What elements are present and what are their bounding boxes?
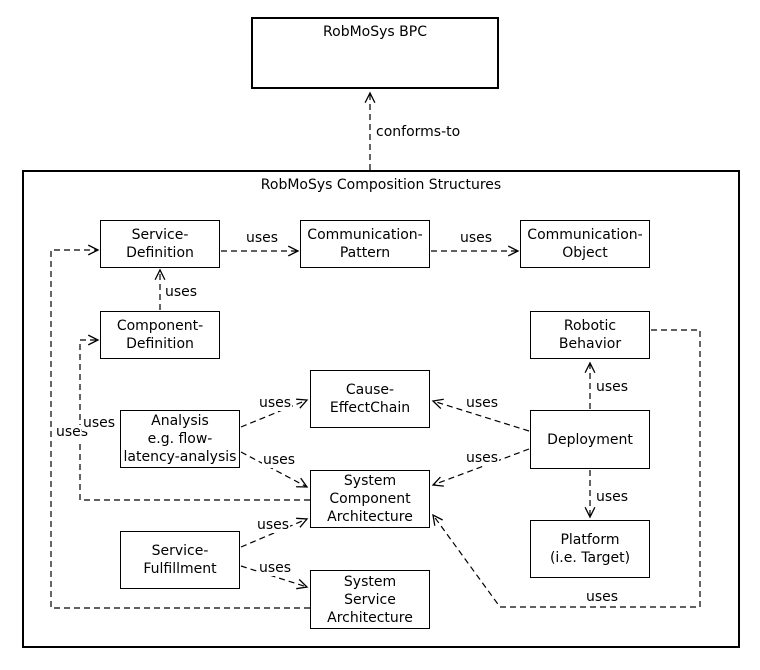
- edge-label-system-component-architecture-uses-component-definition: uses: [82, 415, 117, 431]
- node-label-line: Definition: [126, 336, 194, 352]
- edge-label-deployment-uses-robotic-behavior: uses: [595, 379, 630, 395]
- edge-label-robotic-behavior-uses-system-component-architecture: uses: [585, 589, 620, 605]
- node-label-line: Communication-: [307, 227, 423, 243]
- node-label-line: Definition: [126, 245, 194, 261]
- node-label-line: Service-: [131, 227, 189, 243]
- edge-analysis-uses-system-component-architecture: [240, 451, 309, 488]
- node-label-line: Behavior: [558, 336, 622, 352]
- edge-service-fulfillment-uses-system-component-architecture: [240, 517, 309, 548]
- node-label-line: Service: [344, 591, 396, 608]
- node-label-line: latency-analysis: [123, 449, 237, 465]
- edge-analysis-uses-cause-effectchain: [240, 398, 309, 428]
- bpc-title: RobMoSys BPC: [323, 24, 427, 40]
- edge-label-service-definition-uses-communication-pattern: uses: [245, 230, 280, 246]
- node-label-line: Architecture: [327, 509, 413, 525]
- node-label-line: Service-: [151, 543, 209, 559]
- edge-deployment-uses-system-component-architecture: [431, 448, 530, 487]
- node-label-line: Analysis: [151, 413, 209, 429]
- node-label-line: Deployment: [547, 431, 633, 448]
- node-label-line: Pattern: [339, 245, 391, 261]
- edge-label-service-fulfillment-uses-system-component-architecture: uses: [256, 517, 291, 533]
- edges-layer: [50, 91, 701, 609]
- edge-label-composition-structures-conforms-to-bpc: conforms-to: [375, 124, 462, 140]
- node-label-line: System: [343, 473, 397, 489]
- edge-robotic-behavior-uses-system-component-architecture: [432, 329, 701, 608]
- node-label-line: (i.e. Target): [549, 550, 631, 566]
- edge-label-component-definition-uses-service-definition: uses: [164, 284, 199, 300]
- edge-label-communication-pattern-uses-communication-object: uses: [459, 230, 494, 246]
- node-platform: Platform (i.e. Target): [530, 520, 650, 578]
- node-label-line: Architecture: [327, 609, 413, 626]
- edge-deployment-uses-cause-effectchain: [431, 398, 530, 432]
- edge-label-system-service-architecture-uses-service-definition: uses: [55, 424, 90, 440]
- node-deployment: Deployment: [530, 410, 650, 469]
- composition-structures-container: RobMoSys Composition Structures: [22, 170, 740, 648]
- edge-label-service-fulfillment-uses-system-service-architecture: uses: [258, 560, 293, 576]
- edge-label-deployment-uses-platform: uses: [595, 489, 630, 505]
- node-label-line: System: [343, 573, 397, 590]
- node-service-fulfillment: Service- Fulfillment: [120, 531, 240, 589]
- node-service-definition: Service- Definition: [100, 220, 220, 268]
- node-cause-effectchain: Cause- EffectChain: [310, 370, 430, 428]
- container-title: RobMoSys Composition Structures: [260, 177, 502, 193]
- node-label-line: EffectChain: [329, 400, 411, 416]
- node-analysis: Analysis e.g. flow-latency-analysis: [120, 410, 240, 468]
- node-communication-object: Communication- Object: [520, 220, 650, 268]
- node-label-line: Object: [562, 245, 608, 261]
- edge-service-fulfillment-uses-system-service-architecture: [240, 565, 309, 590]
- node-label-line: Communication-: [527, 227, 643, 243]
- node-label-line: Fulfillment: [143, 561, 217, 577]
- node-robmosys-bpc: RobMoSys BPC: [251, 17, 499, 89]
- edge-label-deployment-uses-system-component-architecture: uses: [465, 450, 500, 466]
- node-communication-pattern: Communication- Pattern: [300, 220, 430, 268]
- node-label-line: e.g. flow-: [147, 431, 213, 447]
- edge-system-component-architecture-uses-component-definition: [79, 334, 310, 501]
- node-label-line: Component-: [116, 318, 204, 334]
- node-label-line: Robotic: [563, 318, 617, 334]
- edge-label-deployment-uses-cause-effectchain: uses: [465, 395, 500, 411]
- edge-system-service-architecture-uses-service-definition: [50, 244, 310, 609]
- node-label-line: Platform: [560, 532, 620, 548]
- node-label-line: Component: [329, 491, 411, 507]
- edge-label-analysis-uses-cause-effectchain: uses: [258, 395, 293, 411]
- node-label-line: Cause-: [345, 382, 395, 398]
- node-component-definition: Component- Definition: [100, 311, 220, 359]
- edge-label-analysis-uses-system-component-architecture: uses: [262, 452, 297, 468]
